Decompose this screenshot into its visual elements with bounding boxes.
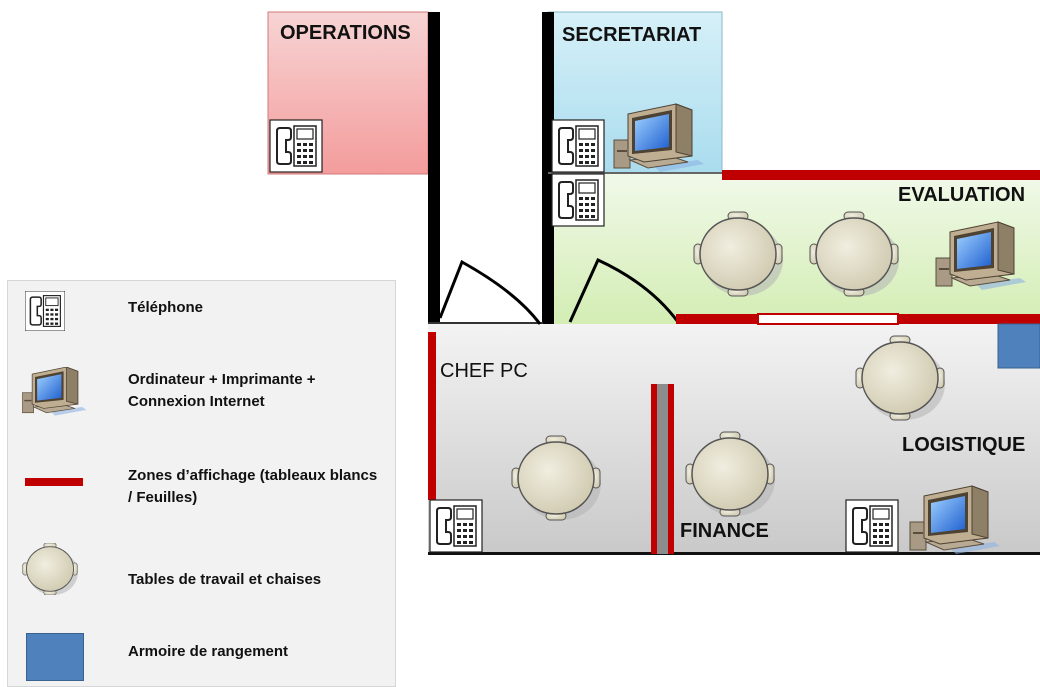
room-label-chef-pc: CHEF PC <box>440 360 528 382</box>
computer-icon <box>935 221 1027 291</box>
telephone-icon <box>25 291 65 331</box>
legend-telephone-label: Téléphone <box>128 299 204 316</box>
display-zones <box>428 170 1040 554</box>
cabinet-icon <box>26 633 84 681</box>
room-label-secretariat: SECRETARIAT <box>562 24 702 46</box>
legend-cabinet-label: Armoire de rangement <box>128 643 289 660</box>
table-icon <box>22 543 79 595</box>
room-label-logistique: LOGISTIQUE <box>902 434 1026 456</box>
legend-panel: Téléphone Ordinateur + Imprimante + Conn… <box>7 280 396 687</box>
legend-tables-label: Tables de travail et chaises <box>128 571 322 588</box>
door-arcs <box>438 258 680 325</box>
legend-display-label: Zones d’affichage (tableaux blancs / Feu… <box>128 467 378 506</box>
telephone-icon <box>551 119 605 173</box>
telephone-icon <box>845 499 899 553</box>
room-label-evaluation: EVALUATION <box>898 184 1026 206</box>
cabinet-icon <box>997 323 1040 369</box>
display-zone-swatch <box>25 478 83 486</box>
room-label-operations: OPERATIONS <box>280 22 411 44</box>
telephone-icon <box>269 119 323 173</box>
computer-icon <box>613 103 705 173</box>
walls <box>428 12 1040 555</box>
computer-icon <box>909 485 1001 555</box>
computer-icon <box>22 367 87 416</box>
telephone-icon <box>429 499 483 553</box>
telephone-icon <box>551 173 605 227</box>
legend-computer-label: Ordinateur + Imprimante + Connexion Inte… <box>128 371 316 410</box>
room-label-finance: FINANCE <box>680 520 769 542</box>
